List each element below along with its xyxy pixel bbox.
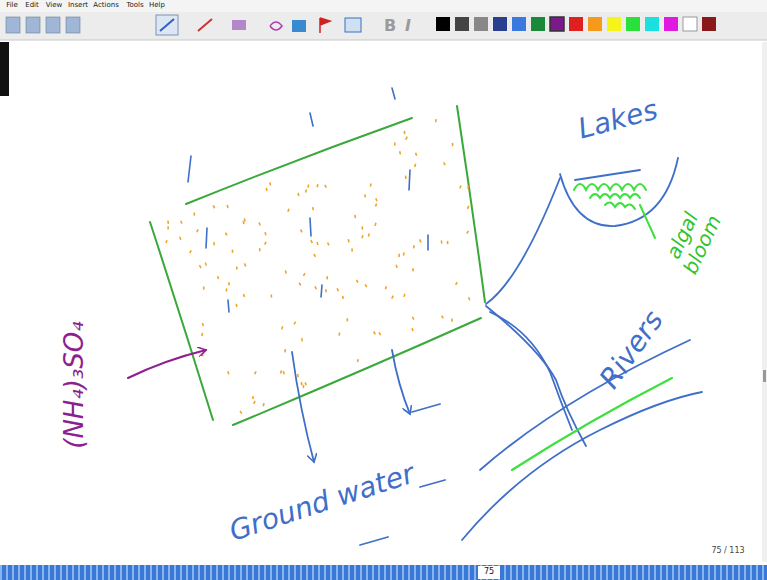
toolbar-label: View [46,2,63,10]
handwritten-label: algal bloom [659,203,725,278]
toolbar-label: Actions [93,2,119,10]
toolbar-label: Help [149,2,165,10]
toolbar-label: Edit [25,2,39,10]
toolbar-label: B [384,17,396,35]
page-number: 75 / 113 [711,547,744,556]
handwritten-label: Lakes [575,95,661,146]
handwritten-label: (NH₄)₃SO₄ [60,321,89,449]
handwritten-label: Rivers [594,305,669,394]
toolbar-label: I [405,17,411,35]
toolbar-label: File [6,2,18,10]
page-number: 75 [484,568,494,577]
handwritten-label: Ground water [226,459,418,548]
toolbar-label: Tools [126,2,143,10]
toolbar-label: Insert [68,2,88,10]
